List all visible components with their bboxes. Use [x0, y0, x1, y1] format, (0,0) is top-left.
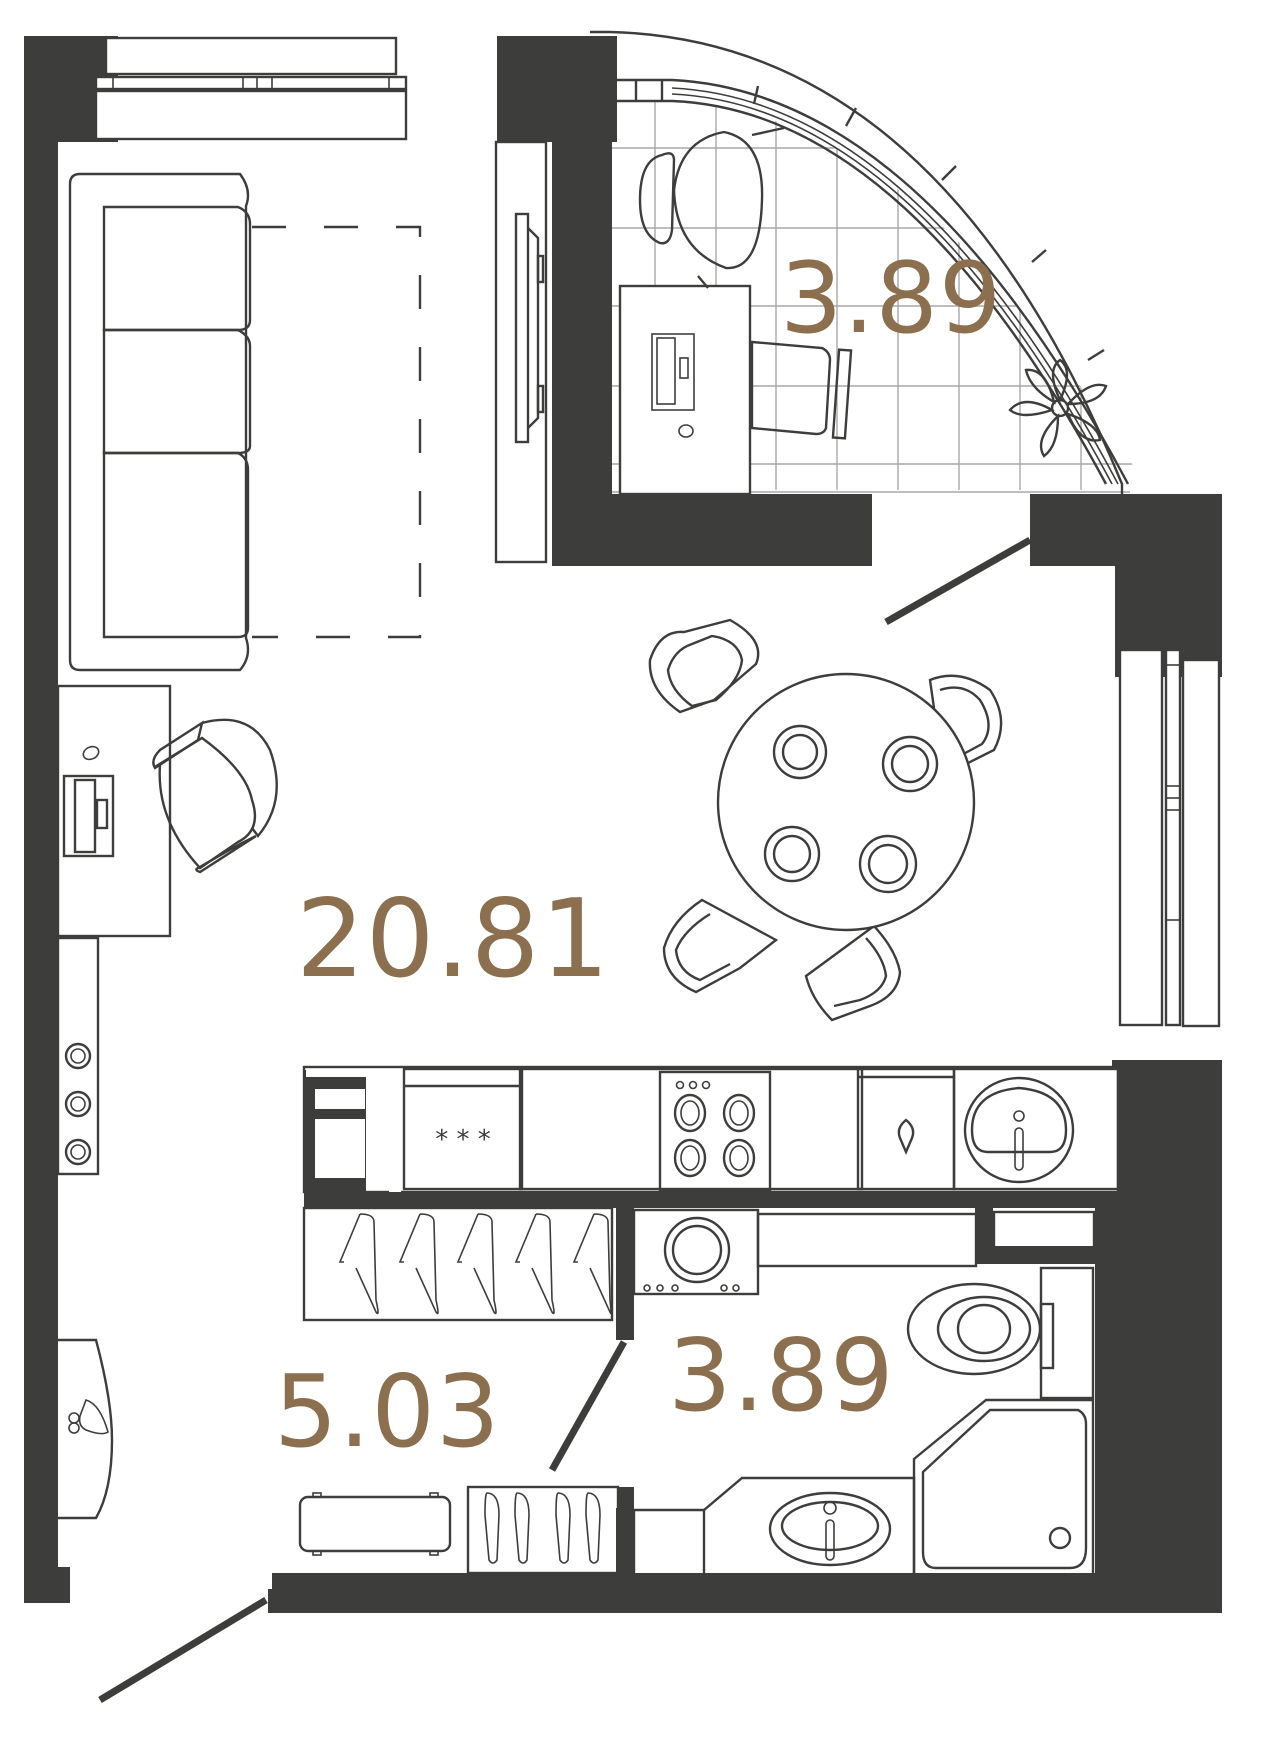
- bathroom-door[interactable]: [548, 1340, 628, 1472]
- toilet: [906, 1266, 1095, 1400]
- balcony-door[interactable]: [884, 536, 1032, 626]
- niche: [992, 1210, 1096, 1250]
- sofa: [68, 172, 252, 672]
- area-label-bathroom: 3.89: [668, 1317, 895, 1434]
- living-room: [56, 140, 1003, 1176]
- bench: [298, 1492, 452, 1556]
- kitchen-row: * * *: [302, 1065, 1120, 1194]
- dining-chair: [928, 674, 1003, 770]
- snowflake-icons: * * *: [435, 1125, 491, 1155]
- rug: [252, 225, 422, 639]
- window-right-living: [1118, 648, 1221, 1028]
- dining-chair: [648, 618, 760, 714]
- tv-icon: [514, 212, 545, 444]
- shower-tray: [912, 1398, 1095, 1580]
- washing-machine: [632, 1208, 760, 1296]
- freezer-cabinet: * * *: [402, 1067, 524, 1191]
- plates: [763, 724, 939, 894]
- entrance-door[interactable]: [98, 1597, 268, 1703]
- dining-chair: [662, 898, 779, 994]
- washbasin: [632, 1476, 916, 1580]
- hanger-icons: [338, 1213, 612, 1315]
- plant-icon: [1008, 358, 1108, 458]
- armchair: [152, 718, 278, 874]
- balcony-lounge-chairs: [638, 126, 785, 289]
- bathroom: [632, 1266, 1095, 1580]
- mouse-icon: [82, 745, 100, 761]
- laptop-icon: [651, 333, 695, 411]
- balcony-desk: [618, 284, 752, 496]
- storage-column: [56, 936, 100, 1176]
- cooktop: [518, 1067, 864, 1192]
- walls: [24, 36, 1222, 1613]
- balcony-office-chair: [750, 340, 853, 440]
- hall-console: [58, 1338, 114, 1520]
- dining-table: [648, 618, 1003, 1022]
- entrance-hall: [58, 1206, 1096, 1575]
- shelf: [756, 1212, 978, 1268]
- laptop-icon: [62, 774, 115, 858]
- kitchen-sink: [952, 1067, 1120, 1191]
- fridge: [304, 1070, 401, 1192]
- shoe-rack: [466, 1485, 634, 1575]
- iron-icon: [68, 1399, 109, 1435]
- round-knobs: [64, 1042, 92, 1166]
- area-label-entrance-hall: 5.03: [274, 1353, 501, 1470]
- dining-chair: [804, 924, 902, 1022]
- window-top-living: [94, 36, 408, 141]
- mouse-icon: [678, 424, 694, 438]
- water-drop-icon: [897, 1118, 915, 1156]
- wardrobe: [302, 1206, 614, 1322]
- area-label-living-room: 20.81: [296, 877, 611, 1002]
- area-label-balcony: 3.89: [780, 242, 1003, 356]
